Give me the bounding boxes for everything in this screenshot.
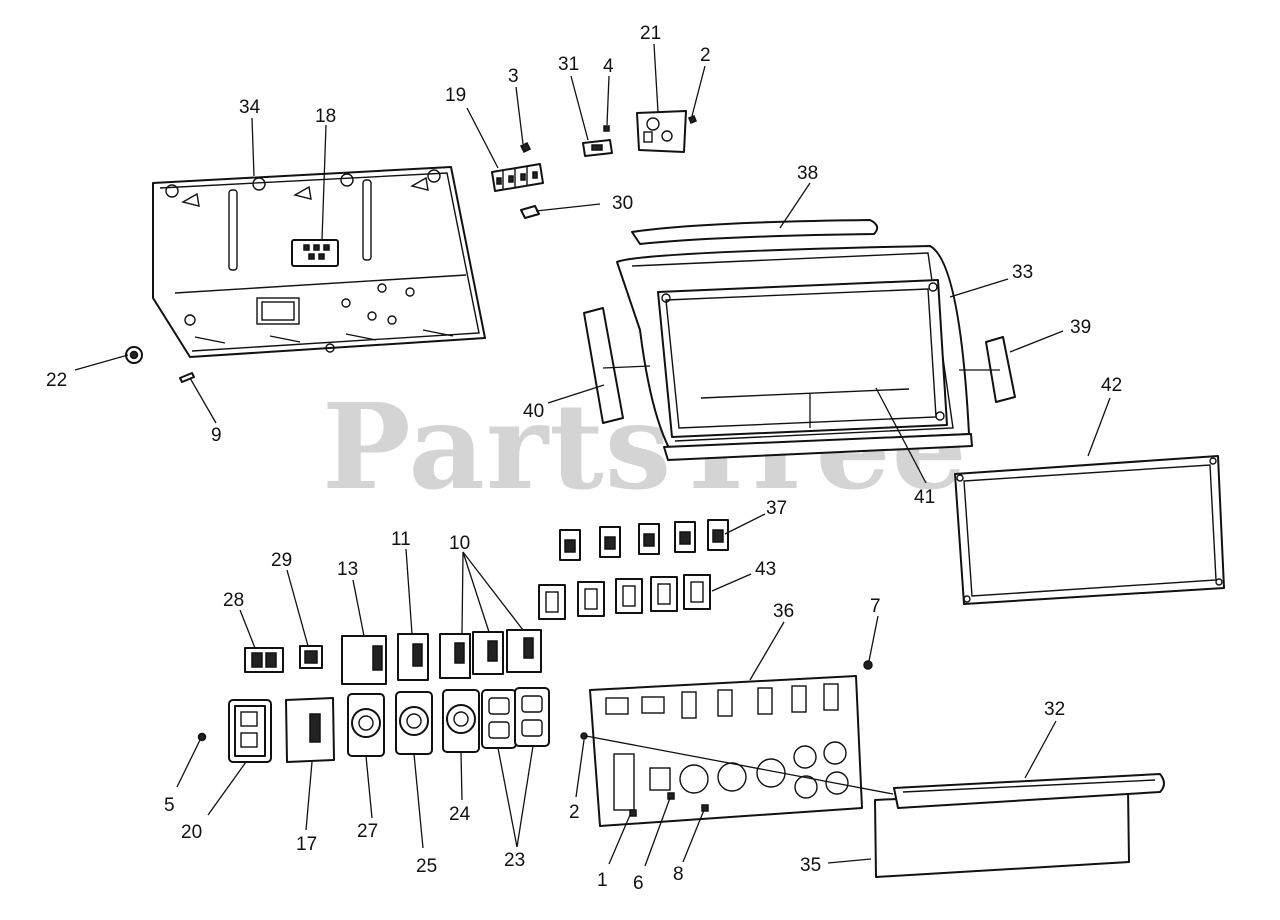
callout-38: 38 [797, 163, 818, 184]
receptacle-part-27 [347, 693, 385, 757]
callout-19: 19 [445, 85, 466, 106]
screw-part-3 [519, 141, 532, 154]
panel-plate-part-36 [589, 675, 863, 827]
callout-28: 28 [223, 590, 244, 611]
callout-labels: 34 18 22 9 19 3 31 4 21 2 30 38 33 39 42… [46, 23, 1122, 894]
gasket-part-42 [954, 455, 1225, 605]
duplex-receptacles-part-23 [481, 687, 550, 749]
callout-5: 5 [164, 795, 175, 816]
circuit-breaker-part-11 [397, 633, 429, 681]
callout-32: 32 [1044, 699, 1065, 720]
callout-8: 8 [673, 864, 684, 885]
fastener-part-6 [667, 792, 675, 800]
callout-3: 3 [508, 66, 519, 87]
circuit-board-part-21 [636, 110, 687, 153]
callout-22: 22 [46, 370, 67, 391]
callout-41: 41 [914, 487, 935, 508]
callout-42: 42 [1101, 375, 1122, 396]
callout-40: 40 [523, 401, 544, 422]
grommet-part-22 [125, 346, 143, 364]
callout-37: 37 [766, 498, 787, 519]
callout-30: 30 [612, 193, 633, 214]
side-label-part-39 [985, 336, 1016, 403]
bracket-part-31 [582, 139, 613, 157]
switch-part-29 [299, 645, 323, 669]
receptacle-part-24 [442, 689, 480, 753]
receptacle-part-25 [395, 691, 433, 755]
top-strip-part-38 [631, 219, 879, 245]
front-frame-part-33 [616, 245, 973, 461]
callout-43: 43 [755, 559, 776, 580]
fastener-part-8 [701, 804, 709, 812]
nut-part-7 [863, 660, 873, 670]
fastener-part-1 [629, 809, 637, 817]
breaker-part-17 [285, 697, 335, 763]
outlet-cover-part-20 [228, 699, 272, 763]
callout-17: 17 [296, 834, 317, 855]
callout-10: 10 [449, 533, 470, 554]
callout-31: 31 [558, 54, 579, 75]
callout-11: 11 [391, 529, 411, 550]
connector-part-18 [291, 239, 339, 267]
switch-part-28 [244, 647, 284, 673]
callout-4: 4 [603, 56, 614, 77]
callout-9: 9 [211, 425, 222, 446]
callout-36: 36 [773, 601, 794, 622]
clip-part-30 [520, 205, 540, 219]
callout-21: 21 [640, 23, 661, 44]
callout-24: 24 [449, 804, 471, 825]
callout-33: 33 [1012, 262, 1033, 283]
nut-part-5 [197, 732, 207, 742]
terminal-block-part-19 [491, 163, 544, 192]
callout-18: 18 [315, 106, 336, 127]
callout-13: 13 [337, 559, 358, 580]
callout-27: 27 [357, 821, 378, 842]
screw-part-2-top [688, 115, 697, 124]
circuit-breakers-part-10 [439, 629, 542, 679]
nut-part-4 [603, 125, 610, 132]
callout-23: 23 [504, 850, 525, 871]
callout-39: 39 [1070, 317, 1091, 338]
callout-7: 7 [870, 596, 881, 617]
callout-34: 34 [239, 97, 261, 118]
switch-bezels-part-43 [538, 574, 711, 620]
callout-20: 20 [181, 822, 202, 843]
rocker-switches-part-37 [559, 519, 729, 561]
callout-2-top: 2 [700, 45, 711, 66]
screw-part-9 [179, 372, 195, 383]
callout-1: 1 [597, 870, 608, 891]
callout-35: 35 [800, 855, 821, 876]
callout-2-bottom: 2 [569, 802, 580, 823]
callout-6: 6 [633, 873, 644, 894]
leader-lines [74, 43, 1111, 867]
callout-29: 29 [271, 550, 292, 571]
callout-25: 25 [416, 856, 437, 877]
circuit-breaker-part-13 [341, 635, 387, 685]
rail-part-32 [893, 773, 1165, 809]
side-label-part-40 [583, 307, 624, 424]
